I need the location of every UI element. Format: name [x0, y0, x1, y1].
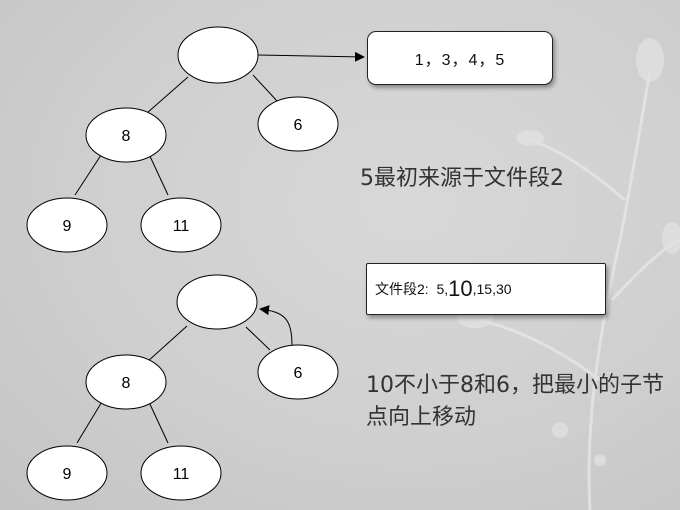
top-tree-node-6: 6	[257, 96, 339, 152]
note-origin: 5最初来源于文件段2	[360, 166, 564, 191]
bottom-tree-edges	[76, 325, 271, 444]
bottom-tree-node-11: 11	[140, 445, 222, 501]
top-node-11-label: 11	[173, 218, 190, 235]
top-tree-node-8: 8	[85, 107, 167, 163]
bottom-node-6-label: 6	[294, 365, 303, 382]
arrow-to-result	[257, 51, 365, 62]
bottom-node-9-label: 9	[63, 466, 72, 483]
arrow-6-to-root	[259, 305, 293, 347]
bottom-tree-node-8: 8	[85, 354, 167, 410]
bottom-tree-root-node	[176, 274, 258, 330]
top-tree-node-11: 11	[140, 197, 222, 253]
bottom-node-8-label: 8	[122, 375, 131, 392]
segment-highlight-value: 10	[448, 276, 473, 301]
merged-result-text: 1，3，4，5	[414, 52, 506, 69]
top-node-9-label: 9	[63, 218, 72, 235]
merged-result-box: 1，3，4，5	[367, 31, 553, 85]
top-node-8-label: 8	[122, 128, 131, 145]
top-tree-edges	[74, 74, 279, 196]
segment-prefix: 文件段2: 5,	[375, 281, 449, 297]
bottom-tree-node-6: 6	[257, 344, 339, 400]
top-tree-node-9: 9	[26, 197, 108, 253]
file-segment-box: 文件段2: 5,10,15,30	[366, 263, 606, 315]
top-node-6-label: 6	[294, 117, 303, 134]
segment-suffix: ,15,30	[472, 281, 512, 297]
top-tree-root-node	[177, 26, 259, 84]
note-move-up: 10不小于8和6，把最小的子节点向上移动	[366, 373, 664, 430]
bottom-node-11-label: 11	[173, 466, 190, 483]
bottom-tree-node-9: 9	[26, 445, 108, 501]
